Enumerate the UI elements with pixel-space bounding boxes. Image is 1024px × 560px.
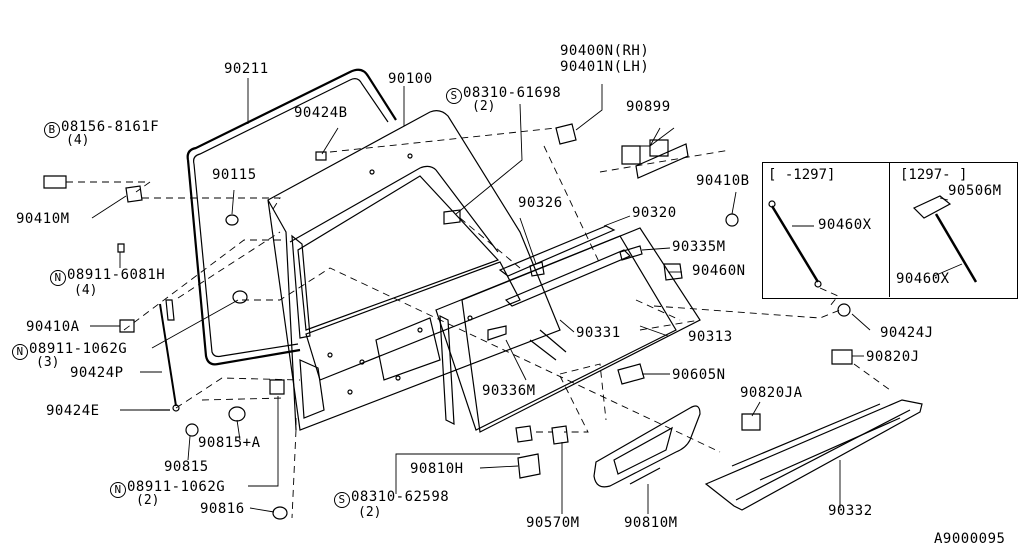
part-90400N: 90400N(RH)	[560, 43, 650, 59]
part-90115: 90115	[212, 167, 257, 183]
s-prefix-icon: S	[446, 88, 462, 104]
part-90570M: 90570M	[526, 515, 580, 531]
variant-divider	[889, 162, 890, 297]
handle-finisher	[593, 405, 701, 488]
part-90336M: 90336M	[482, 383, 536, 399]
part-90326: 90326	[518, 195, 563, 211]
part-number: 08911-1062G	[29, 341, 128, 357]
qty-08911-1062G-b: (2)	[136, 493, 160, 508]
stay-strut-left	[150, 299, 180, 412]
part-90460X-a: 90460X	[818, 217, 872, 233]
part-90810H: 90810H	[410, 461, 464, 477]
part-90410A: 90410A	[26, 319, 80, 335]
part-90410B: 90410B	[696, 173, 750, 189]
drawing-code: A9000095	[934, 531, 1006, 547]
part-90506M: 90506M	[948, 183, 1002, 199]
part-90320: 90320	[632, 205, 677, 221]
part-90424P: 90424P	[70, 365, 124, 381]
qty-08310-62598: (2)	[358, 505, 382, 520]
part-90460N: 90460N	[692, 263, 746, 279]
part-90815A: 90815+A	[198, 435, 261, 451]
qty-08156-8161F: (4)	[66, 133, 90, 148]
part-number: 08156-8161F	[61, 119, 160, 135]
part-90335M: 90335M	[672, 239, 726, 255]
part-90401N: 90401N(LH)	[560, 59, 650, 75]
part-number: 08911-1062G	[127, 479, 226, 495]
part-90410M: 90410M	[16, 211, 70, 227]
part-90820J: 90820J	[866, 349, 920, 365]
part-90424E: 90424E	[46, 403, 100, 419]
part-90211: 90211	[224, 61, 269, 77]
gas-stay-a	[768, 200, 822, 288]
part-90810M: 90810M	[624, 515, 678, 531]
part-90424B: 90424B	[294, 105, 348, 121]
qty-08911-6081H: (4)	[74, 283, 98, 298]
gas-stay-b	[912, 195, 978, 283]
moulding-strips	[498, 225, 643, 307]
part-number: 08310-61698	[463, 85, 562, 101]
n-prefix-icon: N	[12, 344, 28, 360]
leader-lines	[90, 78, 963, 514]
part-90460X-b: 90460X	[896, 271, 950, 287]
n-prefix-icon: N	[110, 482, 126, 498]
part-90820JA: 90820JA	[740, 385, 803, 401]
part-90424J: 90424J	[880, 325, 934, 341]
assembly-lines	[66, 127, 891, 519]
part-90332: 90332	[828, 503, 873, 519]
part-90816: 90816	[200, 501, 245, 517]
back-door-panel	[267, 110, 561, 431]
part-90313: 90313	[688, 329, 733, 345]
finisher-trim	[704, 399, 923, 511]
part-number: 08911-6081H	[67, 267, 166, 283]
qty-08911-1062G-a: (3)	[36, 355, 60, 370]
variant-right-label: [1297- ]	[900, 167, 968, 183]
part-90331: 90331	[576, 325, 621, 341]
b-prefix-icon: B	[44, 122, 60, 138]
variant-box	[762, 162, 1018, 299]
part-number: 08310-62598	[351, 489, 450, 505]
n-prefix-icon: N	[50, 270, 66, 286]
s-prefix-icon: S	[334, 492, 350, 508]
variant-left-label: [ -1297]	[768, 167, 836, 183]
weatherstrip-seal	[186, 68, 397, 366]
part-90100: 90100	[388, 71, 433, 87]
qty-08310-61698: (2)	[472, 99, 496, 114]
part-90899: 90899	[626, 99, 671, 115]
back-glass	[435, 227, 701, 433]
part-90605N: 90605N	[672, 367, 726, 383]
part-90815: 90815	[164, 459, 209, 475]
